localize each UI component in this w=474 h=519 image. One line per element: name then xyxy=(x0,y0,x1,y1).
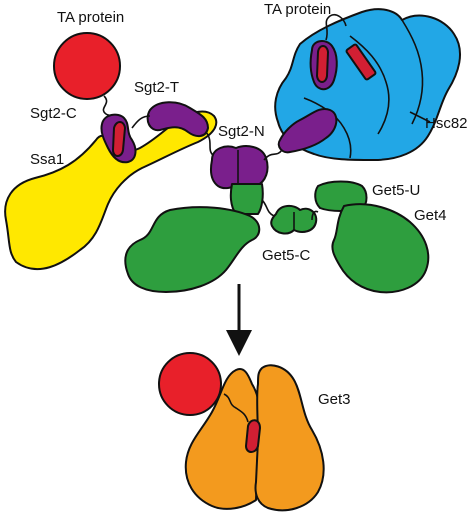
label-get3: Get3 xyxy=(318,391,351,408)
ta-protein-right-linker xyxy=(325,13,347,41)
get5-n-link xyxy=(229,183,264,215)
sgt2-c-helix xyxy=(112,121,126,157)
label-hsc82: Hsc82 xyxy=(425,115,468,132)
sgt2-n-to-hsc82-linker xyxy=(263,149,283,161)
hsc82-label-leader xyxy=(409,111,431,123)
ta-protein-left-ball xyxy=(53,32,121,100)
hsc82-helix xyxy=(345,43,377,81)
hsc82-fold-line-3 xyxy=(303,97,352,159)
label-ta-protein-right: TA protein xyxy=(264,1,331,18)
get3-helix xyxy=(245,419,261,453)
get5-linker xyxy=(261,199,319,221)
sgt2-n-domain xyxy=(209,145,269,190)
label-sgt2-c: Sgt2-C xyxy=(30,105,77,122)
sgt2-t-hsc82-domain xyxy=(277,108,338,154)
sgt2-t-domain xyxy=(146,101,209,138)
label-get5-c: Get5-C xyxy=(262,247,311,264)
get3-right-subunit xyxy=(254,364,325,512)
get3-linker xyxy=(223,393,249,423)
label-ta-protein-left: TA protein xyxy=(57,9,124,26)
hsc82-fold-line-2 xyxy=(401,19,424,125)
label-get5-u: Get5-U xyxy=(372,182,420,199)
sgt2-tc-linker xyxy=(131,115,151,129)
label-sgt2-n: Sgt2-N xyxy=(218,123,265,140)
label-ssa1: Ssa1 xyxy=(30,151,64,168)
get3-left-subunit xyxy=(184,368,261,510)
hsc82-fold-line-1 xyxy=(349,35,390,135)
ta-protein-get3-ball xyxy=(158,352,222,416)
arrow-head xyxy=(226,330,252,356)
label-sgt2-t: Sgt2-T xyxy=(134,79,179,96)
ssa1-shape xyxy=(4,110,218,271)
get4-right xyxy=(331,203,430,294)
get4-left xyxy=(124,206,261,293)
label-get4: Get4 xyxy=(414,207,447,224)
sgt2-c-hsc82-helix xyxy=(316,45,329,83)
